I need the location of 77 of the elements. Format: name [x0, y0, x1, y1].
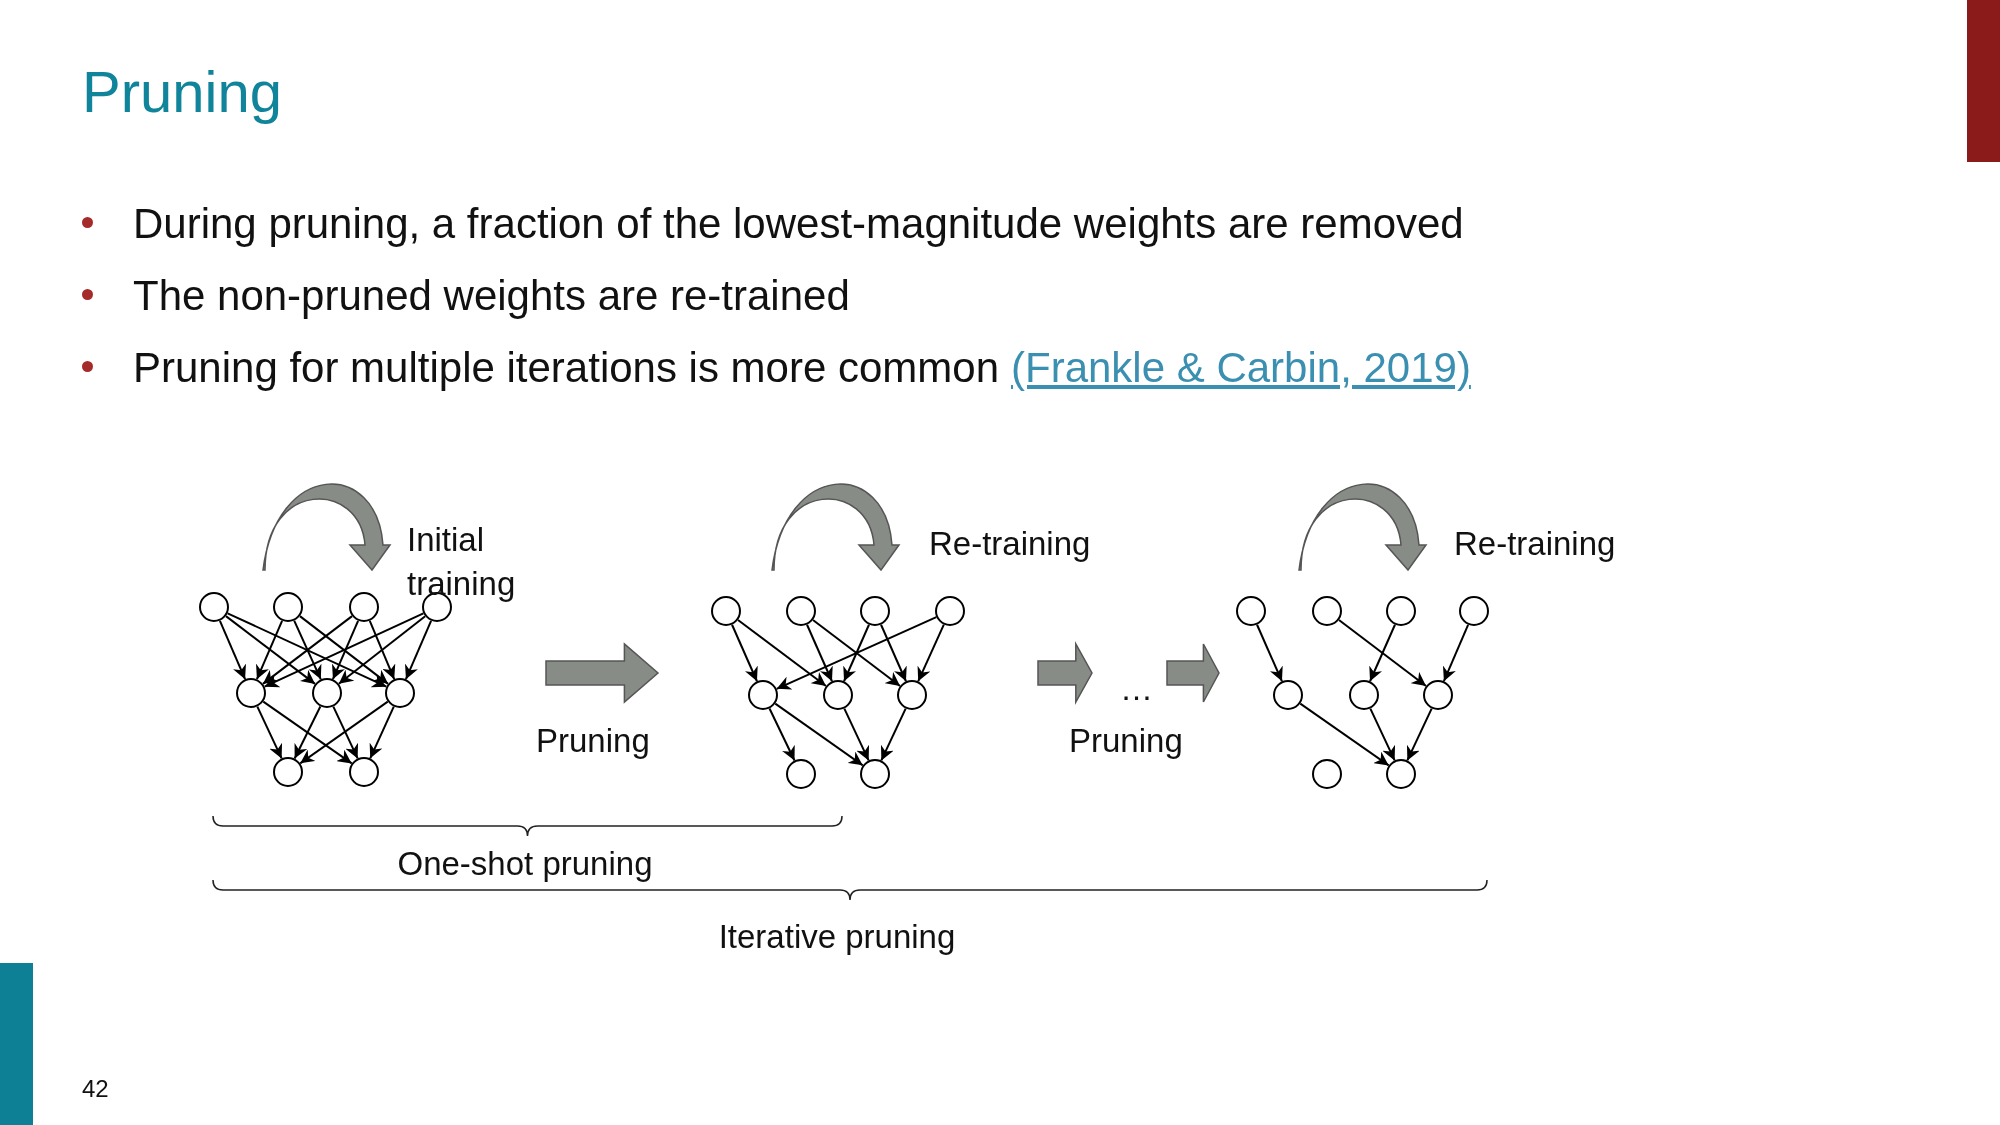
bracket-label: One-shot pruning [397, 845, 653, 883]
arrow [774, 702, 864, 767]
arrow [293, 619, 322, 681]
neuron-circle [748, 680, 778, 710]
arrow [255, 619, 284, 681]
arrow [369, 705, 395, 760]
arrow [256, 705, 283, 760]
neuron-circle [236, 678, 266, 708]
neuron-circle [1273, 680, 1303, 710]
neuron-circle [312, 678, 342, 708]
arrow [226, 612, 388, 688]
arrow [224, 615, 317, 685]
arrow [1442, 623, 1470, 683]
neuron-circle [1312, 596, 1342, 626]
arrow [1369, 707, 1396, 762]
neuron-circle [897, 680, 927, 710]
neuron-circle [1312, 759, 1342, 789]
neuron-circle [786, 759, 816, 789]
page-number: 42 [82, 1075, 109, 1103]
neuron-circle [1423, 680, 1453, 710]
arrow [880, 707, 907, 762]
arrow [261, 615, 354, 685]
arrow [843, 623, 870, 683]
arrow [1369, 623, 1396, 683]
arrow [775, 616, 938, 690]
arrow [404, 619, 433, 681]
arrow [337, 615, 427, 685]
citation-link: (Frankle & Carbin, 2019) [1011, 344, 1471, 392]
arrow [218, 619, 247, 681]
arrow [293, 705, 322, 760]
neuron-circle [1459, 596, 1489, 626]
neuron-circle [711, 596, 741, 626]
neuron-circle [1349, 680, 1379, 710]
neuron-circle [1386, 596, 1416, 626]
bullet-text: During pruning, a fraction of the lowest-magnitude weights are removed [133, 200, 1464, 248]
neuron-circle [349, 757, 379, 787]
arrow [843, 707, 870, 762]
arrow [299, 700, 389, 765]
bullet-text: Pruning for multiple iterations is more common [133, 344, 999, 392]
arrow [1406, 707, 1433, 762]
arrow [262, 700, 353, 765]
arrow [332, 705, 359, 760]
arrow [811, 619, 902, 687]
arrow [806, 623, 833, 683]
neuron-circle [860, 596, 890, 626]
bullet-text: The non-pruned weights are re-trained [133, 272, 850, 320]
slide-title: Pruning [82, 58, 282, 125]
step-label: Pruning [1069, 722, 1183, 760]
step-label: Pruning [536, 722, 650, 760]
neuron-circle [1236, 596, 1266, 626]
step-label: Re-training [929, 525, 1091, 563]
neuron-circle [935, 596, 965, 626]
neuron-circle [199, 592, 229, 622]
arrow [368, 619, 396, 681]
neuron-circle [273, 757, 303, 787]
neuron-circle [349, 592, 379, 622]
arrow [298, 615, 390, 685]
arrow [1299, 702, 1390, 767]
neuron-circle [1386, 759, 1416, 789]
arrow [731, 623, 758, 683]
neuron-circle [823, 680, 853, 710]
neuron-circle [860, 759, 890, 789]
ellipsis-text: … [1120, 670, 1153, 708]
bracket-label: Iterative pruning [718, 918, 956, 956]
arrow [331, 619, 360, 681]
arrow [737, 619, 827, 687]
step-label: Initial training [407, 520, 517, 604]
arrow [917, 623, 945, 683]
arrow [880, 623, 907, 683]
arrow [768, 707, 796, 762]
neuron-circle [273, 592, 303, 622]
arrow [1337, 619, 1428, 687]
arrow [263, 612, 425, 688]
arrow [1256, 623, 1283, 683]
neuron-circle [786, 596, 816, 626]
neuron-circle [385, 678, 415, 708]
step-label: Re-training [1454, 525, 1616, 563]
